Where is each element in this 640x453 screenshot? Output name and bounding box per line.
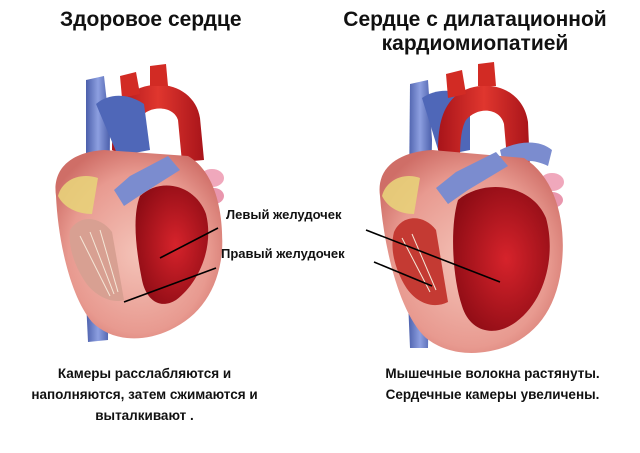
healthy-pulmonary-artery (96, 95, 150, 156)
label-right-ventricle: Правый желудочек (221, 246, 345, 261)
leader-lv-healthy (159, 227, 219, 259)
healthy-fat (58, 176, 98, 214)
title-healthy-heart: Здоровое сердце (60, 8, 242, 31)
dilated-heart (379, 62, 564, 353)
leader-lv-dilated (365, 229, 501, 283)
dilated-aorta-branch-2 (478, 62, 496, 86)
healthy-aorta-branch-2 (150, 64, 168, 86)
dilated-fat (382, 176, 420, 214)
leader-lines (123, 227, 501, 303)
leader-rv-healthy (123, 267, 217, 303)
healthy-chordae (79, 229, 119, 297)
caption-healthy: Камеры расслабляются и наполняются, зате… (31, 366, 258, 423)
caption-dilated: Мышечные волокна растянуты. Сердечные ка… (365, 363, 620, 405)
label-left-ventricle: Левый желудочек (226, 207, 342, 222)
dilated-septum-vessel (436, 152, 508, 204)
dilated-lv-chamber (453, 187, 550, 331)
healthy-heart (55, 64, 224, 342)
healthy-aorta-branch-1 (120, 72, 140, 98)
healthy-rv-chamber (69, 218, 124, 302)
dilated-aorta-branch-1 (446, 70, 466, 98)
dilated-rv-chamber (392, 218, 448, 306)
healthy-lv-chamber (135, 185, 209, 304)
title-dilated-heart: Сердце с дилатационной кардиомиопатией (343, 8, 607, 55)
caption-dilated-line-1: Мышечные волокна растянуты. (385, 366, 600, 381)
leader-rv-dilated (373, 261, 433, 287)
healthy-septum-vessel (114, 156, 180, 206)
caption-dilated-line-2: Сердечные камеры увеличены. (385, 387, 600, 402)
